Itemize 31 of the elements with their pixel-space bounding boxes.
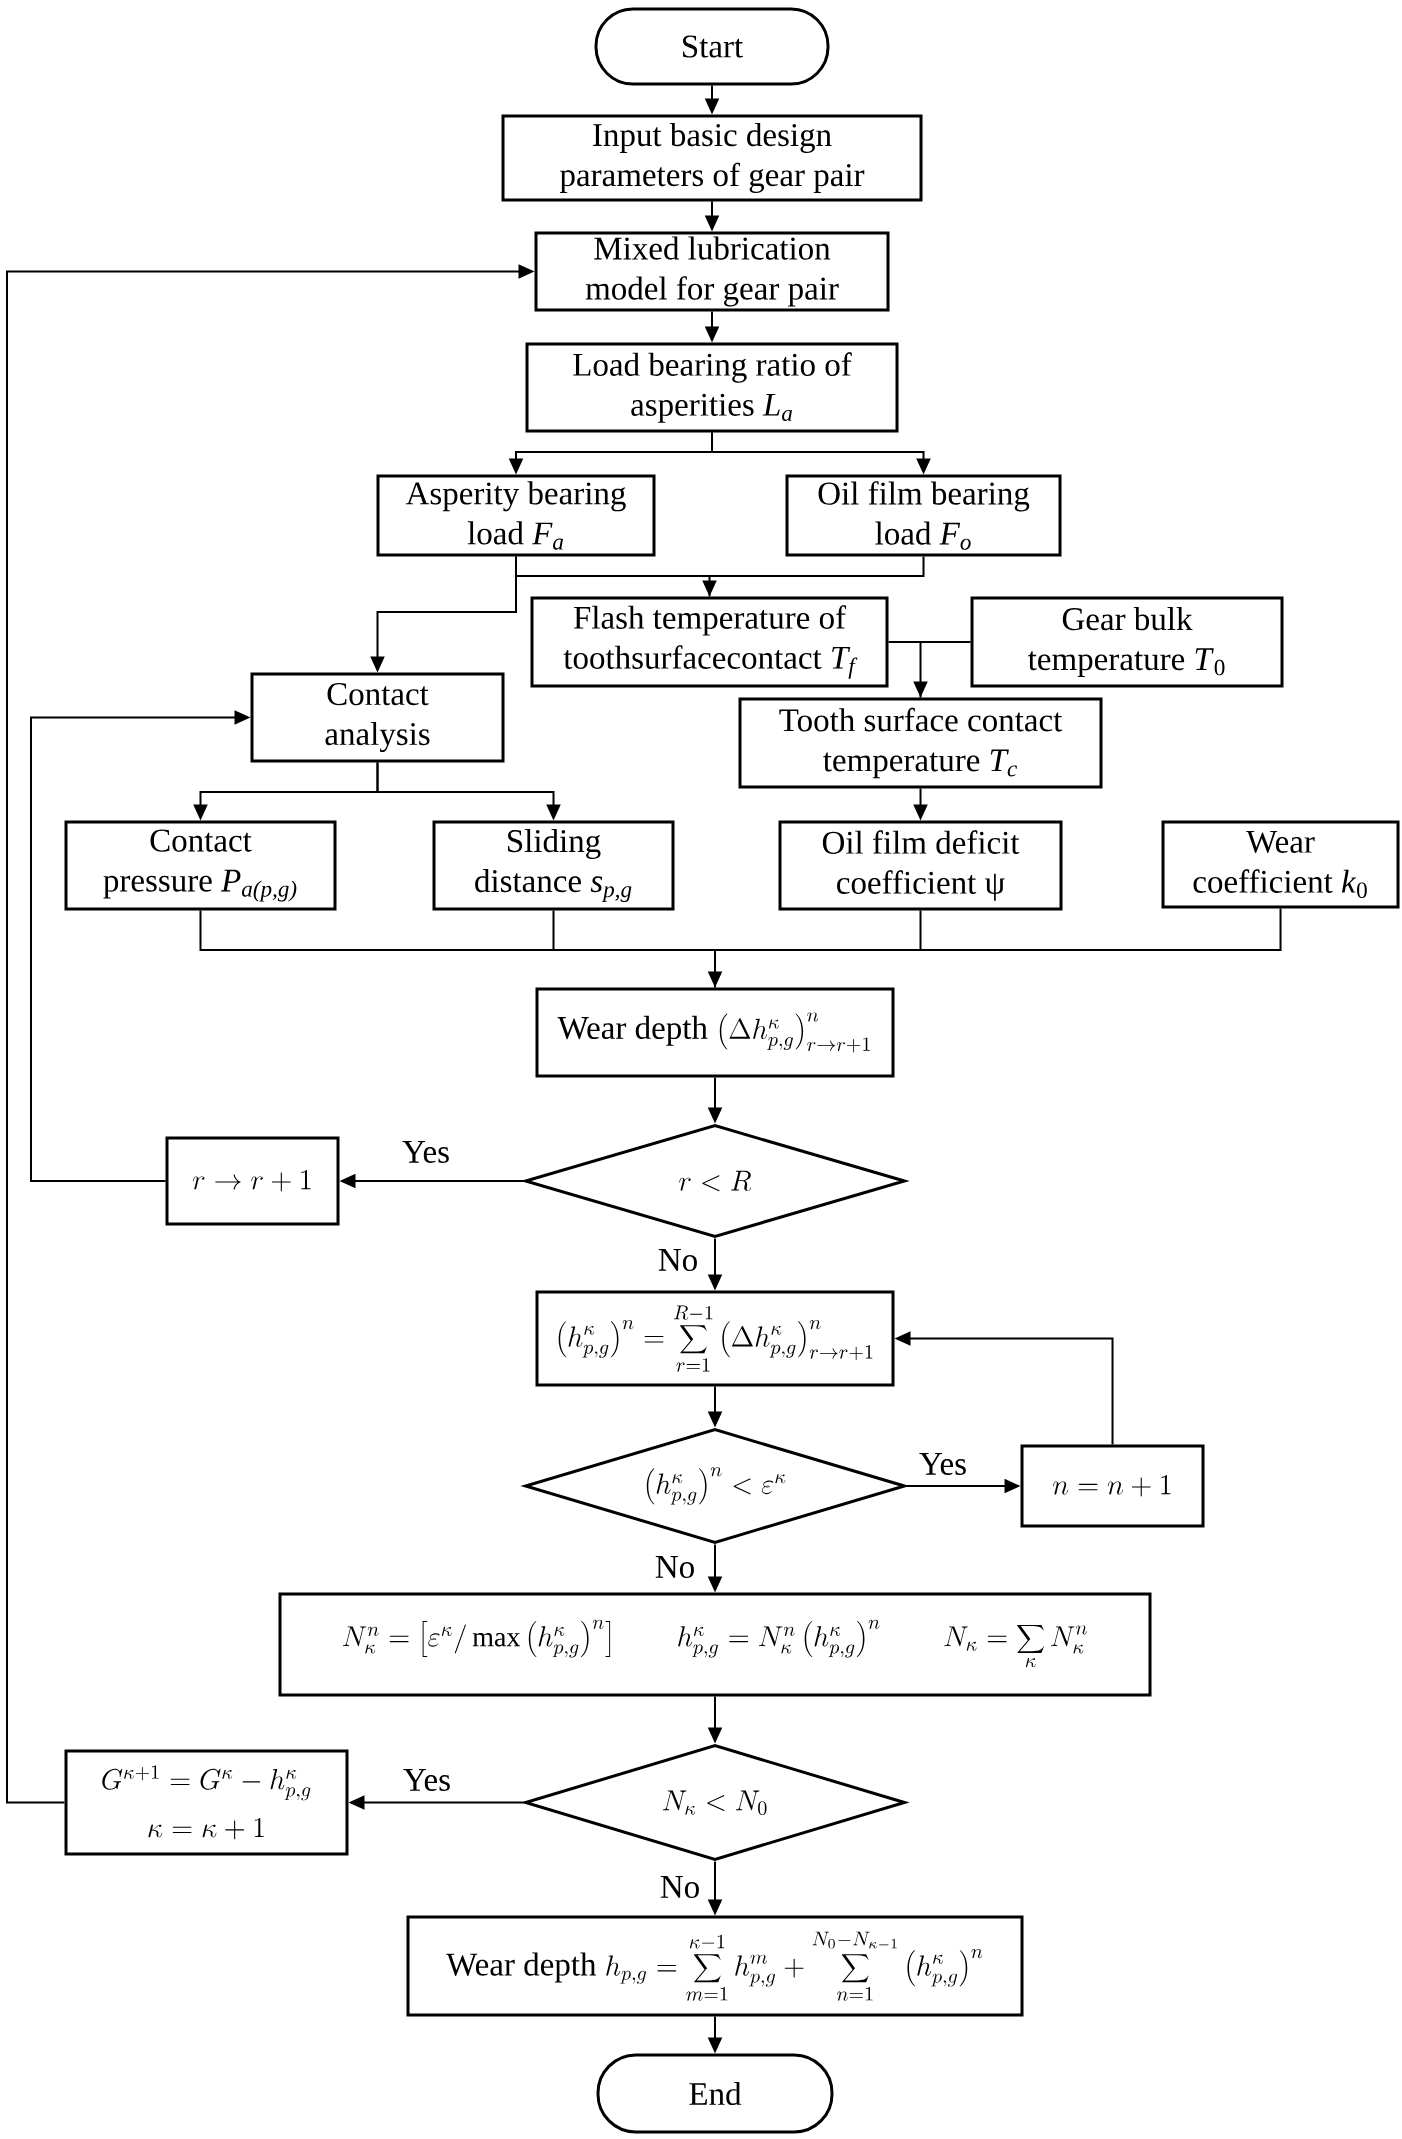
- arrow: [515, 555, 925, 598]
- process-box: $G^{\kappa+1}=G^{\kappa}-h_{p,g}^{\kappa}$ $\kappa=\kappa+1$: [64, 1749, 349, 1856]
- process-box: Contact analysis: [250, 672, 505, 763]
- process-box: Contact pressure P$_{a(p,g)}$: [64, 820, 337, 911]
- process-box: Sliding distance s$_{p,g}$: [432, 820, 675, 911]
- arrow: [199, 907, 1282, 989]
- process-box: $r\to r+1$: [165, 1136, 340, 1226]
- process-box: Input basic design parameters of gear pair: [501, 114, 923, 202]
- process-box: Wear coefficient k$_{0}$: [1161, 820, 1400, 909]
- process-box: Mixed lubrication model for gear pair: [534, 231, 890, 312]
- process-box: Flash temperature of toothsurfacecontact T$_{f}$: [530, 596, 889, 688]
- process-box: Tooth surface contact temperature T$_{c}$: [738, 697, 1103, 789]
- process-box: Load bearing ratio of asperities L$_{a}$: [525, 342, 899, 433]
- process-box: Asperity bearing load F$_{a}$: [376, 474, 656, 557]
- process-box: Oil film bearing load F$_{o}$: [785, 474, 1062, 557]
- terminal-box: Start: [594, 7, 830, 86]
- process-box: Wear depth $\left(\Delta h_{p,g}^{\kappa}\right)_{r\to r+1}^{n}$: [535, 987, 895, 1078]
- process-box: $n=n+1$: [1020, 1444, 1205, 1528]
- edge-label: No: [655, 1247, 701, 1273]
- arrow: [887, 641, 972, 699]
- edge-label: No: [652, 1554, 698, 1580]
- process-box: Gear bulk temperature T$_{0}$: [970, 596, 1284, 688]
- terminal-box: End: [596, 2053, 834, 2134]
- edge-label: Yes: [401, 1767, 453, 1793]
- process-box: $\left(h_{p,g}^{\kappa}\right)^{n}=\sum_{r=1}^{R-1}\left(\Delta h_{p,g}^{\kappa}\right)_{r\to r+1}^{n}$: [535, 1290, 895, 1387]
- process-box: $N_{\kappa}^{n}=\left[\varepsilon^{\kappa}/\max\left(h_{p,g}^{\kappa}\right)^{n}\right]$ $h_{p,g}^{\kappa}=N_{\kappa}^{n}\left(h_{p,g}^{\kappa}\right)^{n}$ $N_{\kappa}=\sum_{\kappa}N_{\kappa}^{n}$: [278, 1592, 1152, 1697]
- edge-label: Yes: [400, 1139, 452, 1165]
- edge-label: Yes: [917, 1451, 969, 1477]
- edge-label: No: [657, 1874, 703, 1900]
- process-box: Oil film deficit coefficient ψ: [778, 820, 1063, 911]
- process-box: Wear depth $h_{p,g}=\sum_{m=1}^{\kappa-1}h_{p,g}^{m}+\sum_{n=1}^{N_{0}-N_{\kappa-1}}\left(h_{p,g}^{\kappa}\right)^{n}$: [406, 1915, 1024, 2017]
